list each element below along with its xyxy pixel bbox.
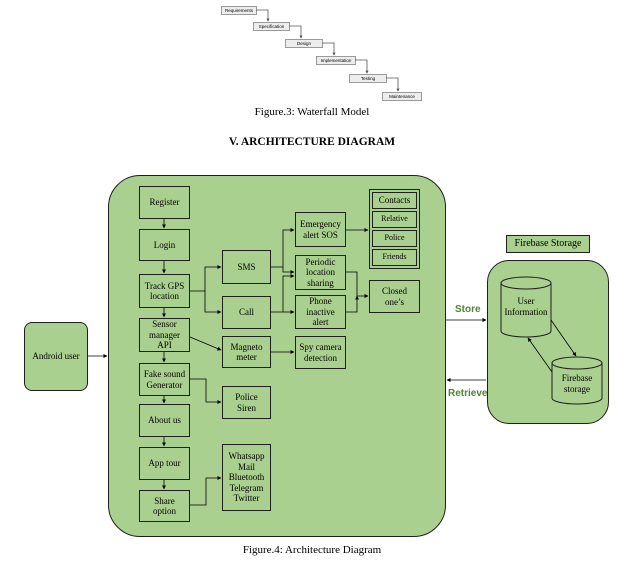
app-tour-node: App tour bbox=[139, 447, 190, 480]
waterfall-arrows bbox=[256, 9, 400, 92]
contact-relative: Relative bbox=[372, 211, 417, 228]
share-targets-node: Whatsapp Mail Bluetooth Telegram Twitter bbox=[222, 444, 271, 511]
section-heading: V. ARCHITECTURE DIAGRAM bbox=[228, 136, 396, 148]
retrieve-label: Retrieve bbox=[448, 388, 488, 399]
share-option-node: Share option bbox=[139, 490, 190, 522]
login-node: Login bbox=[139, 229, 190, 261]
firebase-title: Firebase Storage bbox=[506, 235, 590, 253]
android-user-node: Android user bbox=[24, 322, 88, 391]
about-us-node: About us bbox=[139, 404, 190, 437]
store-label: Store bbox=[455, 304, 481, 315]
call-node: Call bbox=[222, 296, 271, 329]
fake-sound-node: Fake sound Generator bbox=[139, 363, 190, 396]
waterfall-step: Testing bbox=[349, 74, 387, 83]
sensor-manager-node: Sensor manager API bbox=[139, 318, 190, 352]
waterfall-step: Requirements bbox=[221, 6, 257, 15]
magneto-meter-node: Magneto meter bbox=[222, 336, 271, 368]
firebase-storage-label: Firebase storage bbox=[561, 373, 593, 394]
waterfall-step: Design bbox=[285, 39, 323, 48]
waterfall-step: Specification bbox=[253, 22, 290, 31]
contacts-title: Contacts bbox=[372, 192, 417, 209]
police-siren-node: Police Siren bbox=[222, 386, 271, 419]
emergency-alert-node: Emergency alert SOS bbox=[295, 212, 346, 247]
figure-3-caption: Figure.3: Waterfall Model bbox=[254, 106, 370, 118]
firebase-storage-cylinder bbox=[551, 356, 603, 405]
user-information-label: User Information bbox=[504, 296, 548, 317]
track-gps-node: Track GPS location bbox=[139, 274, 190, 308]
closed-ones-node: Closed one’s bbox=[369, 280, 420, 313]
contact-friends: Friends bbox=[372, 249, 417, 266]
waterfall-step: Maintenance bbox=[382, 92, 422, 101]
periodic-location-node: Periodic location sharing bbox=[295, 255, 346, 290]
phone-inactive-node: Phone inactive alert bbox=[295, 295, 346, 329]
figure-4-caption: Figure.4: Architecture Diagram bbox=[242, 544, 382, 556]
user-information-cylinder bbox=[500, 276, 552, 338]
sms-node: SMS bbox=[222, 250, 271, 284]
register-node: Register bbox=[139, 186, 190, 219]
waterfall-step: Implementation bbox=[316, 56, 356, 65]
spy-camera-node: Spy camera detection bbox=[295, 336, 346, 369]
contact-police: Police bbox=[372, 230, 417, 247]
